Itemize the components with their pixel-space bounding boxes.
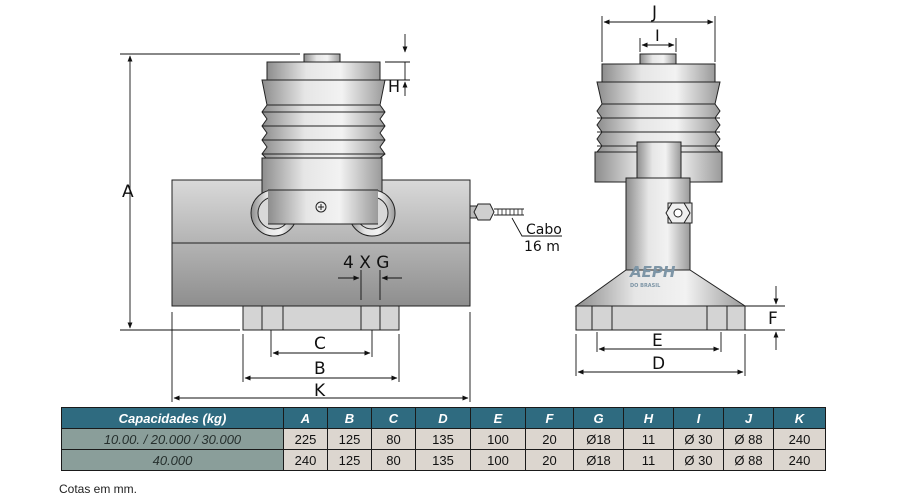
cable-label: Cabo	[526, 222, 562, 238]
dim-label-i: I	[655, 26, 660, 45]
capacity-cell: 10.00. / 20.000 / 30.000	[61, 428, 284, 450]
value-cell: 11	[623, 428, 674, 450]
aeph-logo: AEPH DO BRASIL	[629, 263, 676, 289]
table-header-row: Capacidades (kg) A B C D E F G H I J K	[61, 407, 826, 429]
value-cell: 240	[773, 449, 826, 471]
value-cell: Ø 88	[723, 428, 774, 450]
technical-drawing: AEPH DO BRASIL A H 4 X G C B K Cabo 16	[120, 3, 785, 402]
value-cell: 11	[623, 449, 674, 471]
capacity-table: Capacidades (kg) A B C D E F G H I J K 1…	[61, 407, 826, 471]
side-view	[574, 53, 747, 331]
header-b: B	[327, 407, 372, 429]
dim-label-c: C	[314, 334, 326, 354]
dimension-labels: A H 4 X G C B K Cabo 16 m J I F E D	[122, 3, 778, 401]
value-cell: 240	[773, 428, 826, 450]
value-cell: Ø18	[573, 428, 624, 450]
value-cell: 125	[327, 449, 372, 471]
value-cell: 100	[470, 449, 526, 471]
cable-length: 16 m	[524, 239, 560, 255]
header-j: J	[723, 407, 774, 429]
table-row: 10.00. / 20.000 / 30.000 225 125 80 135 …	[61, 428, 826, 450]
value-cell: 20	[525, 449, 574, 471]
dim-label-b: B	[314, 359, 326, 379]
front-view	[171, 53, 524, 331]
value-cell: 80	[371, 449, 416, 471]
dim-label-a: A	[122, 182, 134, 202]
table-row: 40.000 240 125 80 135 100 20 Ø18 11 Ø 30…	[61, 449, 826, 471]
header-g: G	[573, 407, 624, 429]
logo-text: AEPH	[629, 263, 676, 281]
capacity-cell: 40.000	[61, 449, 284, 471]
header-e: E	[470, 407, 526, 429]
dim-label-d: D	[652, 354, 665, 374]
value-cell: 80	[371, 428, 416, 450]
header-a: A	[283, 407, 328, 429]
value-cell: 240	[283, 449, 328, 471]
value-cell: 135	[415, 449, 471, 471]
header-k: K	[773, 407, 826, 429]
value-cell: Ø 30	[673, 428, 724, 450]
value-cell: 20	[525, 428, 574, 450]
value-cell: Ø 88	[723, 449, 774, 471]
value-cell: 135	[415, 428, 471, 450]
value-cell: 225	[283, 428, 328, 450]
dim-label-e: E	[652, 331, 663, 351]
value-cell: Ø18	[573, 449, 624, 471]
header-f: F	[525, 407, 574, 429]
dim-label-j: J	[651, 3, 657, 23]
value-cell: 100	[470, 428, 526, 450]
dim-label-k: K	[314, 381, 326, 401]
dim-label-h: H	[388, 77, 400, 96]
logo-subtext: DO BRASIL	[630, 283, 661, 289]
header-c: C	[371, 407, 416, 429]
header-d: D	[415, 407, 471, 429]
units-note: Cotas em mm.	[59, 482, 138, 496]
header-i: I	[673, 407, 724, 429]
header-h: H	[623, 407, 674, 429]
value-cell: 125	[327, 428, 372, 450]
dim-label-g: 4 X G	[343, 253, 389, 273]
header-capacidades: Capacidades (kg)	[61, 407, 284, 429]
value-cell: Ø 30	[673, 449, 724, 471]
dim-label-f: F	[768, 309, 778, 329]
side-dimensions	[575, 16, 785, 376]
front-dimensions	[120, 34, 562, 402]
